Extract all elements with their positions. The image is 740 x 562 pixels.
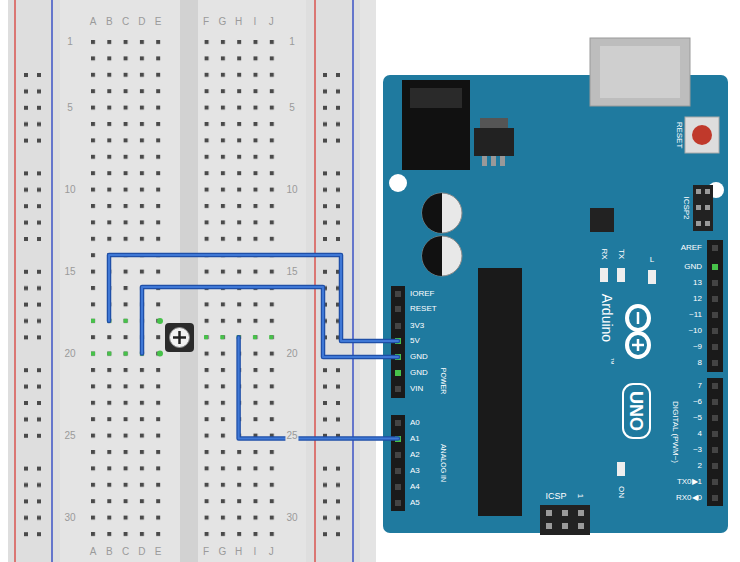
pin-label: RX0◀0 (676, 494, 702, 502)
pin-label: A0 (410, 419, 420, 427)
column-letter: F (202, 17, 210, 27)
header-label: ICSP (545, 492, 566, 501)
row-number: 20 (285, 349, 298, 359)
row-number: 10 (285, 185, 298, 195)
column-letter: E (154, 547, 163, 557)
pin-label: 5V (410, 337, 420, 345)
header-title: DIGITAL (PWM~) (671, 401, 679, 463)
column-letter: C (121, 17, 130, 27)
column-letter: G (217, 17, 227, 27)
pin-label: GND (410, 369, 428, 377)
row-number: 1 (66, 37, 74, 47)
pin-label: 2 (698, 462, 702, 470)
row-number: 10 (63, 185, 76, 195)
led-label: RX (600, 248, 608, 259)
highlighted-holes (91, 319, 273, 356)
column-letter: A (89, 17, 98, 27)
trademark: ™ (608, 358, 615, 365)
pin-label: 7 (698, 382, 702, 390)
pin-label: RESET (410, 305, 437, 313)
pin-label: A1 (410, 435, 420, 443)
row-number: 25 (63, 431, 76, 441)
led-label: L (650, 256, 654, 264)
pin-label: 3V3 (410, 322, 424, 330)
row-number: 30 (285, 513, 298, 523)
header-title: POWER (440, 368, 447, 394)
column-letter: A (89, 547, 98, 557)
row-number: 5 (288, 103, 296, 113)
row-number: 30 (63, 513, 76, 523)
column-letter: C (121, 547, 130, 557)
column-letter: E (154, 17, 163, 27)
row-number: 5 (66, 103, 74, 113)
pin-label: 4 (698, 430, 702, 438)
pin-label: A2 (410, 451, 420, 459)
pin-label: VIN (410, 385, 423, 393)
pin-label: ~9 (693, 343, 702, 351)
pin-label: A3 (410, 467, 420, 475)
pin-label: 12 (693, 295, 702, 303)
model-name: UNO (627, 391, 645, 431)
brand-name: Arduino (600, 294, 614, 342)
header-label: ICSP2 (682, 196, 690, 219)
led-label: ON (617, 486, 625, 498)
pin-label: IOREF (410, 290, 434, 298)
row-number: 1 (288, 37, 296, 47)
pin-label: A4 (410, 483, 420, 491)
column-letter: I (253, 547, 258, 557)
row-number: 15 (285, 267, 298, 277)
button-label: RESET (675, 122, 683, 149)
pin-marker: 1 (576, 494, 584, 498)
column-letter: H (234, 17, 243, 27)
pin-label: ~10 (688, 327, 702, 335)
column-letter: B (105, 547, 114, 557)
pin-label: ~5 (693, 414, 702, 422)
potentiometer (157, 318, 194, 357)
column-letter: J (268, 547, 275, 557)
header-title: ANALOG IN (440, 444, 447, 482)
pin-label: 8 (698, 359, 702, 367)
breadboard (8, 0, 376, 562)
row-number: 20 (63, 349, 76, 359)
column-letter: B (105, 17, 114, 27)
pin-label: AREF (681, 244, 702, 252)
column-letter: H (234, 547, 243, 557)
column-letter: D (137, 547, 146, 557)
pin-label: GND (410, 353, 428, 361)
column-letter: G (217, 547, 227, 557)
pin-label: ~6 (693, 398, 702, 406)
pin-label: ~11 (689, 311, 702, 319)
pin-label: 13 (693, 279, 702, 287)
pin-label: GND (684, 263, 702, 271)
column-letter: F (202, 547, 210, 557)
pin-label: A5 (410, 499, 420, 507)
pin-label: TX0▶1 (677, 478, 702, 486)
column-letter: I (253, 17, 258, 27)
row-number: 25 (285, 431, 298, 441)
pin-label: ~3 (693, 446, 702, 454)
led-label: TX (617, 249, 625, 259)
jumper-wires (109, 255, 398, 439)
column-letter: D (137, 17, 146, 27)
arduino-board (383, 38, 728, 535)
column-letter: J (268, 17, 275, 27)
row-number: 15 (63, 267, 76, 277)
